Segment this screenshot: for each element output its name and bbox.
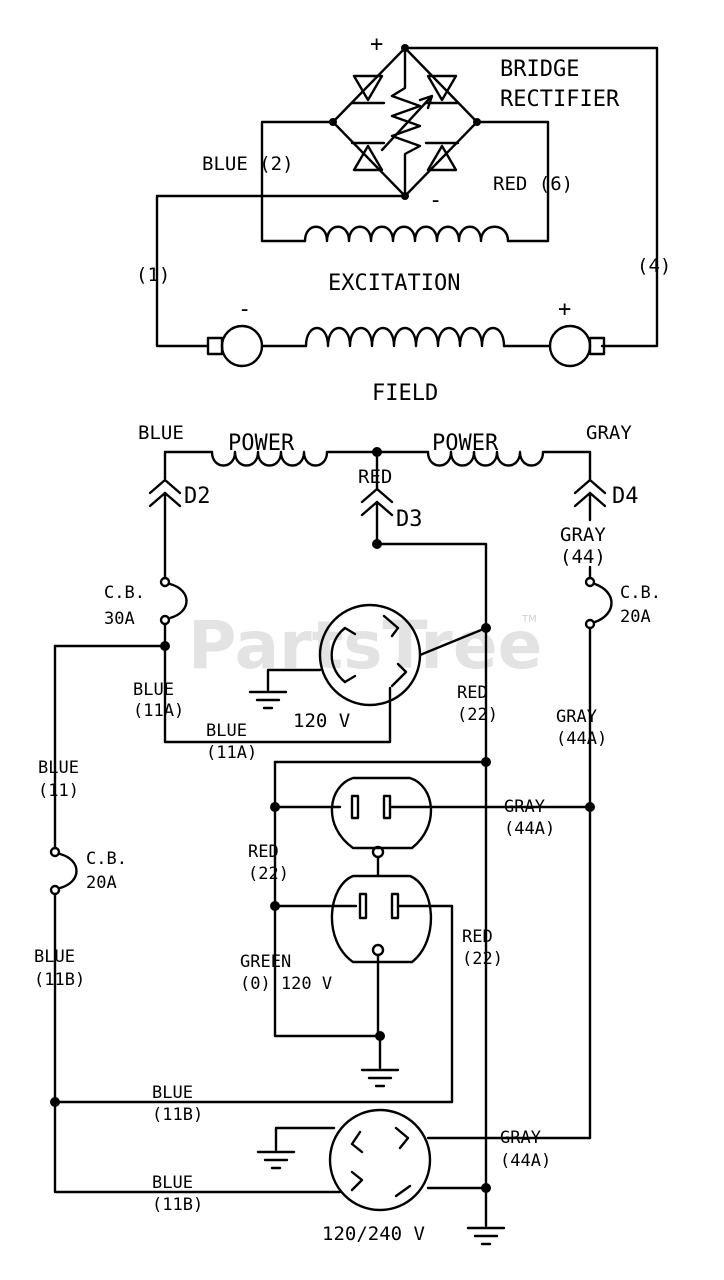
receptacle-120-240v-twistlock: [328, 1108, 432, 1212]
excitation-coil: [303, 225, 510, 243]
circuit-breaker-20a-right: [584, 576, 613, 1140]
diode-lower-left: [350, 141, 386, 172]
v120-top-label: 120 V: [293, 710, 350, 732]
receptacle-120v-twistlock: [318, 603, 488, 707]
blue-11b-3-label-line2: (11B): [152, 1195, 203, 1215]
connector-d3: [360, 487, 394, 546]
diode-upper-left: [350, 74, 386, 105]
cb-30a-label-line1: C.B.: [104, 583, 145, 603]
red-22-b-label-line2: (22): [248, 864, 289, 884]
bridge-label-line2: RECTIFIER: [500, 87, 620, 112]
wire-blue-2: [260, 120, 335, 243]
watermark-tm: TM: [521, 614, 537, 625]
ground-symbol-middle: [360, 1068, 400, 1088]
d4-label: D4: [612, 484, 639, 509]
gray-44a-2-label-line2: (44A): [504, 819, 555, 839]
gray-44a-label-line2: (44A): [556, 729, 607, 749]
wire-4-label: (4): [637, 255, 671, 277]
field-plus-label: +: [558, 297, 571, 322]
gray-44a-3-label-line2: (44A): [500, 1151, 551, 1171]
blue-11b-label-line1: BLUE: [34, 947, 75, 967]
blue-11-label-line2: (11): [38, 781, 79, 801]
cb-20a-left-label-line2: 20A: [86, 873, 117, 893]
circuit-breaker-30a: [159, 576, 188, 648]
red-6-label: RED (6): [493, 173, 573, 195]
duplex-outlet-upper: [330, 776, 433, 850]
blue-11b-3-label-line1: BLUE: [152, 1173, 193, 1193]
field-minus-label: -: [238, 297, 251, 322]
wire-1: [155, 194, 407, 348]
excitation-label: EXCITATION: [328, 271, 460, 296]
blue-top-label: BLUE: [138, 422, 184, 444]
field-brush-right: [548, 324, 606, 368]
cb-30a-label-line2: 30A: [104, 609, 135, 629]
gray-44-label-line2: (44): [560, 546, 606, 568]
gray-44a-3-label-line1: GRAY: [500, 1128, 541, 1148]
diode-lower-right: [424, 141, 460, 172]
blue-11a-2-label-line2: (11A): [206, 743, 257, 763]
ground-symbol-top: [248, 690, 288, 710]
blue-11a-label-line1: BLUE: [133, 680, 174, 700]
bridge-label-line1: BRIDGE: [500, 57, 579, 82]
field-coil: [304, 327, 506, 348]
resistor: [390, 46, 422, 198]
minus-bridge-label: -: [429, 188, 442, 213]
gray-44a-2-label-line1: GRAY: [504, 797, 545, 817]
ground-symbol-lower-left: [256, 1150, 296, 1170]
connector-d2: [148, 478, 182, 580]
blue-11a-2-label-line1: BLUE: [206, 721, 247, 741]
ground-symbol-lower-right: [466, 1226, 506, 1246]
red-top-label: RED: [358, 466, 392, 488]
circuit-breaker-20a-left: [49, 846, 78, 896]
blue-11a-label-line2: (11A): [133, 701, 184, 721]
field-label: FIELD: [372, 381, 438, 406]
connector-d4: [573, 478, 607, 522]
red-22-c-label-line1: RED: [462, 927, 493, 947]
blue-2-label: BLUE (2): [202, 153, 294, 175]
plus-top-label: +: [370, 32, 383, 57]
gray-44-label-line1: GRAY: [560, 524, 606, 546]
red-22-a-label-line2: (22): [457, 705, 498, 725]
wire-red-6: [475, 120, 550, 243]
gray-44a-label-line1: GRAY: [556, 707, 597, 727]
wire-1-label: (1): [136, 264, 170, 286]
bridge-rectifier: [329, 44, 481, 200]
gray-top-label: GRAY: [586, 422, 632, 444]
power-left-label: POWER: [228, 431, 295, 456]
blue-11b-label-line2: (11B): [34, 970, 85, 990]
blue-11b-2-label-line1: BLUE: [152, 1083, 193, 1103]
d3-label: D3: [396, 507, 423, 532]
v240-label: 120/240 V: [322, 1223, 425, 1245]
watermark: PartsTree: [188, 607, 542, 684]
diode-upper-right: [424, 74, 460, 105]
blue-11-label-line1: BLUE: [38, 758, 79, 778]
wire-4: [403, 46, 659, 348]
d2-label: D2: [184, 484, 211, 509]
red-22-c-label-line2: (22): [462, 949, 503, 969]
duplex-outlet-lower: [330, 874, 433, 964]
cb-20a-left-label-line1: C.B.: [86, 849, 127, 869]
blue-11b-2-label-line2: (11B): [152, 1105, 203, 1125]
cb-20a-right-label-line1: C.B.: [620, 583, 661, 603]
green-label-line1: GREEN: [240, 952, 291, 972]
green-label-line2: (0) 120 V: [240, 974, 332, 994]
cb-20a-right-label-line2: 20A: [620, 607, 651, 627]
field-brush-left: [206, 324, 264, 368]
red-22-a-label-line1: RED: [457, 683, 488, 703]
red-22-b-label-line1: RED: [248, 842, 279, 862]
power-right-label: POWER: [432, 431, 499, 456]
